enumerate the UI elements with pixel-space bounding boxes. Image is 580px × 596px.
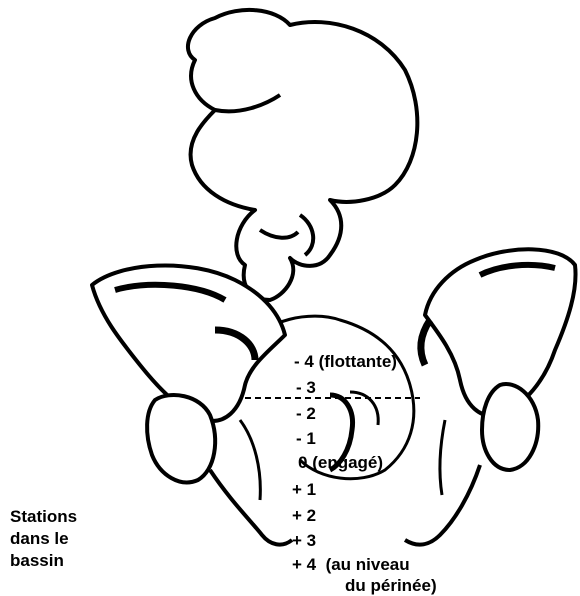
station-minus-3: - 3 [296, 378, 316, 398]
station-plus-1: + 1 [292, 480, 316, 500]
station-minus-2: - 2 [296, 404, 316, 424]
station-plus-3: + 3 [292, 531, 316, 551]
station-minus-1: - 1 [296, 429, 316, 449]
station-plus-2: + 2 [292, 506, 316, 526]
station-minus-4: - 4 (flottante) [294, 352, 397, 372]
diagram-caption: Stations dans le bassin [10, 506, 77, 572]
caption-line: bassin [10, 550, 77, 572]
caption-line: dans le [10, 528, 77, 550]
station-zero: 0 (engagé) [298, 453, 383, 473]
station-plus-4: + 4 (au niveau [292, 555, 410, 575]
caption-line: Stations [10, 506, 77, 528]
fetus-outline [188, 10, 417, 300]
station-plus-4-continued: du périnée) [345, 576, 437, 596]
